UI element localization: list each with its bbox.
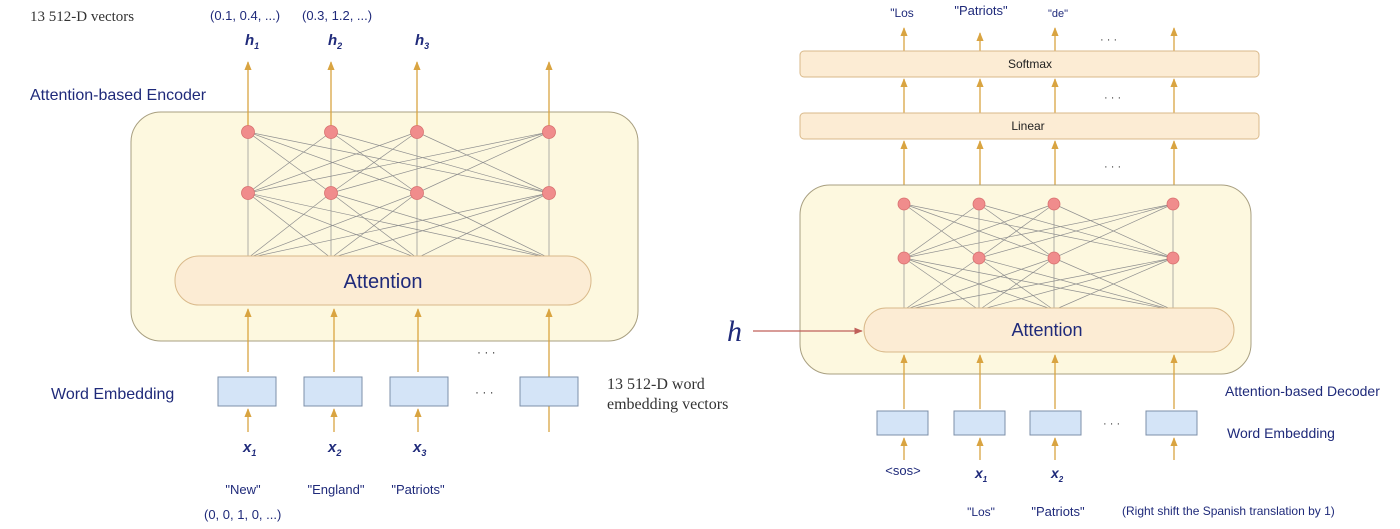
encoder-output-arrows — [244, 61, 553, 127]
encoder-title: Attention-based Encoder — [30, 87, 207, 104]
decoder-node — [1166, 197, 1180, 211]
encoder-attention-block — [174, 255, 592, 306]
decoder-output-patriots: "Patriots" — [954, 3, 1008, 18]
encoder-x2-label: x2 — [327, 439, 341, 458]
decoder-embedding-box — [953, 410, 1006, 436]
encoder-embedding-caption-line1: 13 512-D word — [607, 376, 705, 393]
encoder-word-new: "New" — [225, 482, 261, 497]
decoder-ellipsis-mid: · · · — [1104, 92, 1121, 104]
decoder-attention-block — [863, 307, 1235, 353]
decoder-attention-input-arrows — [900, 354, 1178, 409]
decoder-node — [972, 197, 986, 211]
decoder-node — [897, 251, 911, 265]
encoder-node — [542, 186, 556, 200]
decoder-output-arrows — [900, 27, 1178, 51]
encoder-word-england: "England" — [308, 482, 365, 497]
decoder-embedding-boxes — [876, 410, 1198, 436]
decoder-diagram: "Los "Patriots" "de" · · · Softmax · · ·… — [727, 3, 1380, 519]
encoder-embedding-boxes — [217, 376, 579, 407]
decoder-nodes — [897, 197, 1180, 265]
decoder-title: Attention-based Decoder — [1225, 383, 1380, 399]
encoder-node — [410, 186, 424, 200]
decoder-node — [1166, 251, 1180, 265]
decoder-x2-label: x2 — [1050, 465, 1064, 484]
decoder-node — [1047, 197, 1061, 211]
encoder-node — [241, 125, 255, 139]
decoder-linear-block — [799, 112, 1260, 140]
encoder-attention-input-arrows — [244, 308, 553, 432]
encoder-onehot-vector: (0, 0, 1, 0, ...) — [204, 507, 281, 522]
encoder-x1-label: x1 — [242, 439, 256, 458]
decoder-h-input-label: h — [727, 315, 742, 348]
decoder-network-lines — [903, 203, 1174, 311]
decoder-output-de: "de" — [1048, 8, 1068, 20]
encoder-embedding-box — [519, 376, 579, 407]
decoder-x1-label: x1 — [974, 465, 988, 484]
encoder-word-patriots: "Patriots" — [391, 482, 445, 497]
decoder-input-word-los: "Los" — [967, 505, 995, 519]
decoder-output-los: "Los — [890, 6, 914, 20]
decoder-embedding-box — [876, 410, 929, 436]
encoder-diagram: 13 512-D vectors (0.1, 0.4, ...) (0.3, 1… — [30, 8, 728, 522]
decoder-linear-to-softmax-arrows — [900, 78, 1178, 113]
encoder-ellipsis-lower: · · · — [475, 385, 494, 399]
decoder-node — [972, 251, 986, 265]
encoder-x3-label: x3 — [412, 439, 426, 458]
encoder-h1-label: h1 — [245, 32, 259, 51]
encoder-h1-value: (0.1, 0.4, ...) — [210, 8, 280, 23]
encoder-node — [410, 125, 424, 139]
decoder-ellipsis-top: · · · — [1100, 34, 1117, 46]
decoder-attention-label: Attention — [1011, 320, 1082, 340]
decoder-input-sos: <sos> — [885, 463, 920, 478]
encoder-node — [542, 125, 556, 139]
decoder-input-word-patriots: "Patriots" — [1031, 504, 1085, 519]
encoder-embedding-caption-line2: embedding vectors — [607, 396, 728, 413]
encoder-attention-label: Attention — [344, 271, 423, 293]
decoder-ellipsis-lower: · · · — [1104, 161, 1121, 173]
decoder-word-embedding-label: Word Embedding — [1227, 425, 1335, 441]
encoder-panel — [130, 111, 639, 342]
encoder-vectors-caption: 13 512-D vectors — [30, 9, 134, 25]
decoder-embedding-box — [1029, 410, 1082, 436]
encoder-node — [241, 186, 255, 200]
decoder-shift-note: (Right shift the Spanish translation by … — [1122, 504, 1335, 518]
encoder-embedding-box — [389, 376, 449, 407]
encoder-h2-value: (0.3, 1.2, ...) — [302, 8, 372, 23]
encoder-word-embedding-label: Word Embedding — [51, 386, 174, 403]
encoder-h3-label: h3 — [415, 32, 429, 51]
encoder-node — [324, 125, 338, 139]
decoder-node — [897, 197, 911, 211]
encoder-network-lines — [247, 131, 550, 259]
encoder-ellipsis-upper: · · · — [477, 345, 496, 359]
decoder-embedding-box — [1145, 410, 1198, 436]
decoder-ellipsis-embedding: · · · — [1103, 418, 1120, 430]
encoder-embedding-box — [217, 376, 277, 407]
decoder-softmax-block — [799, 50, 1260, 78]
decoder-linear-label: Linear — [1011, 119, 1044, 133]
encoder-node — [324, 186, 338, 200]
decoder-node — [1047, 251, 1061, 265]
encoder-h2-label: h2 — [328, 32, 342, 51]
encoder-embedding-box — [303, 376, 363, 407]
encoder-nodes — [241, 125, 556, 200]
decoder-embedding-input-arrows — [900, 437, 1178, 460]
encoder-embedding-input-arrows — [244, 408, 422, 432]
decoder-softmax-label: Softmax — [1008, 57, 1052, 71]
